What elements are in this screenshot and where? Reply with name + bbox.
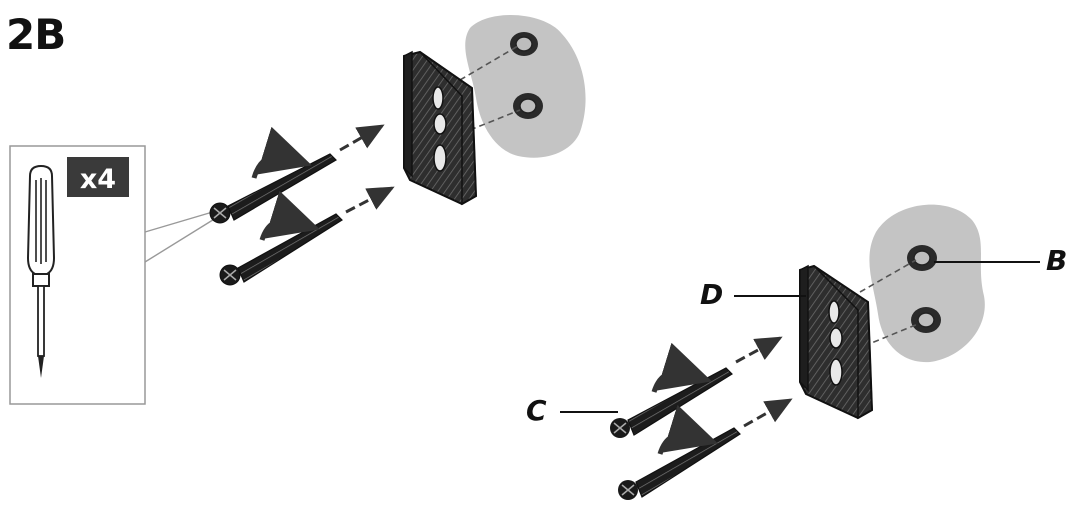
wall-anchor [513,93,543,119]
screw [610,367,733,438]
quantity-label: x4 [80,164,116,195]
screw [618,427,741,500]
mounting-bracket [403,50,478,206]
callout-label-b: B [1046,244,1068,277]
wall-surface [465,15,586,158]
upper-assembly [209,15,586,286]
screwdriver-icon [26,164,56,378]
callout-label-d: D [700,278,724,311]
wall-anchor [907,245,937,271]
wall-anchor [911,307,941,333]
quantity-badge [67,157,129,197]
tool-panel: x4 [9,145,217,405]
rotate-arrow-icon [651,342,712,393]
screw [219,213,343,286]
wall-surface [869,204,985,363]
rotate-arrow-icon [259,190,320,241]
connector-line [144,210,217,233]
wall-anchor [510,32,538,56]
mounting-bracket [799,264,874,420]
callout-label-c: C [526,394,547,427]
screw [209,153,337,224]
rotate-arrow-icon [657,404,718,455]
step-title: 2B [6,10,66,59]
lower-assembly [560,204,1040,500]
rotate-arrow-icon [251,126,312,179]
connector-line [144,217,217,263]
